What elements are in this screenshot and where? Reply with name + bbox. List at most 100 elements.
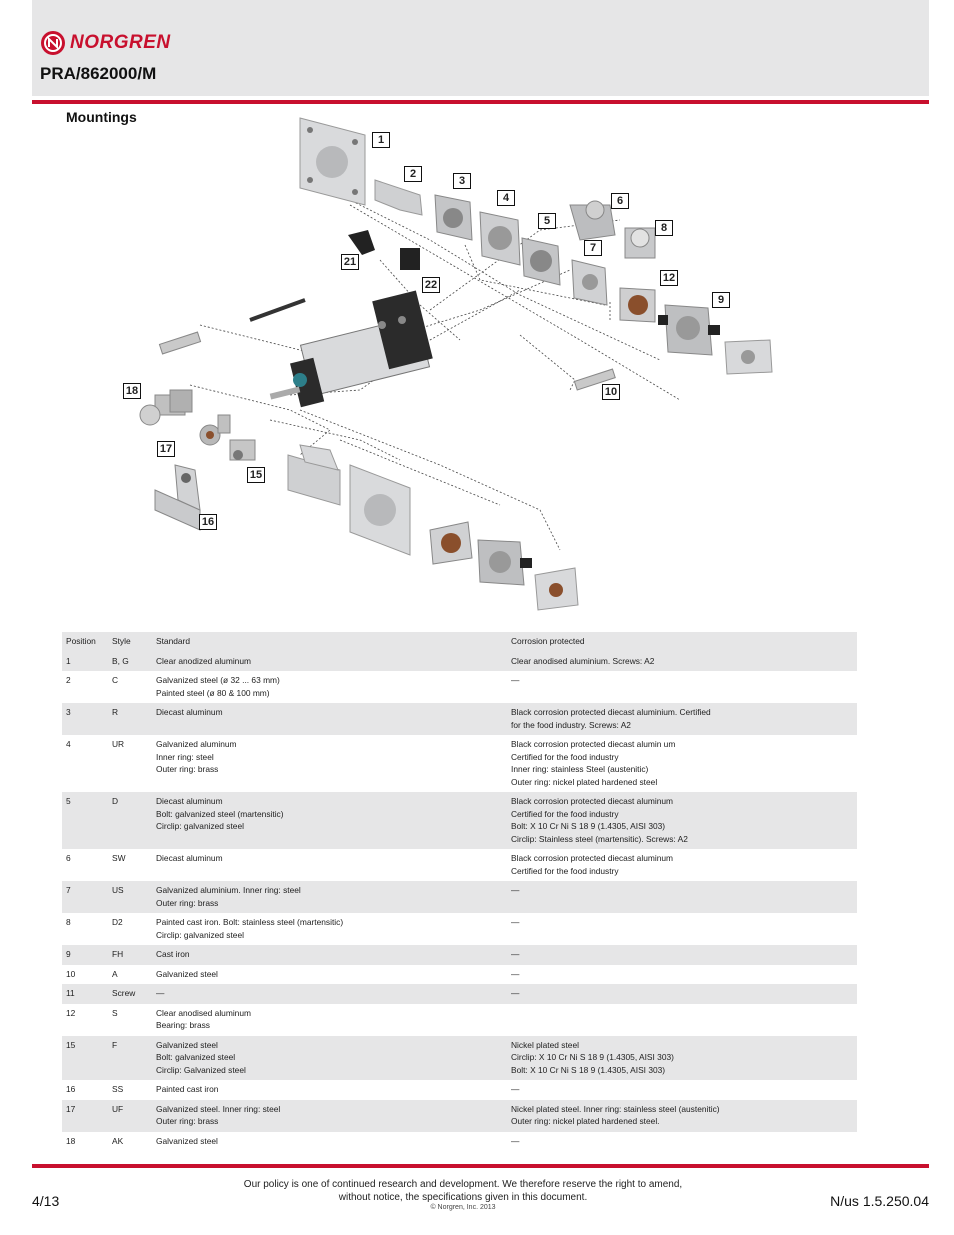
cell-position: 8 <box>66 917 71 927</box>
corrosion-line: — <box>511 988 520 998</box>
table-row: 10 A Galvanized steel — <box>62 965 857 985</box>
corrosion-line: for the food industry. Screws: A2 <box>511 719 631 730</box>
section-title: Mountings <box>66 109 137 125</box>
standard-line: Circlip: Galvanized steel <box>156 1064 246 1075</box>
table-row: 8 D2 Painted cast iron. Bolt: stainless st… <box>62 913 857 945</box>
corrosion-line: Certified for the food industry <box>511 808 619 819</box>
cell-position: 4 <box>66 739 71 749</box>
callout-6: 6 <box>611 193 629 209</box>
cell-corrosion: Clear anodised aluminium. Screws: A2 <box>507 652 857 672</box>
corrosion-line: Black corrosion protected diecast alumin… <box>511 739 676 749</box>
cell-corrosion: — <box>507 945 857 965</box>
standard-line: Clear anodized aluminum <box>156 655 251 666</box>
copyright: © Norgren, Inc. 2013 <box>430 1204 496 1211</box>
cell-corrosion: — <box>507 671 857 703</box>
cell-position: 6 <box>66 853 71 863</box>
cell-corrosion <box>507 1004 857 1036</box>
cell-style: D2 <box>112 917 123 927</box>
standard-line: Painted steel (ø 80 & 100 mm) <box>156 687 270 698</box>
cell-style: UR <box>112 739 125 749</box>
standard-line: Inner ring: steel <box>156 751 214 762</box>
corrosion-line: Nickel plated steel. Inner ring: stainle… <box>511 1103 720 1114</box>
table-row: 11 Screw — — <box>62 984 857 1004</box>
callout-15: 15 <box>247 467 265 483</box>
corrosion-line: Circlip: X 10 Cr Ni S 18 9 (1.4305, AISI… <box>511 1052 674 1062</box>
policy-statement: Our policy is one of continued research … <box>200 1178 726 1204</box>
cell-style: Screw <box>112 988 136 998</box>
standard-line: Bolt: galvanized steel (martensitic) <box>156 808 284 819</box>
mountings-illustration <box>139 117 773 611</box>
callout-21: 21 <box>341 254 359 270</box>
cell-style: SW <box>112 853 126 863</box>
standard-line: Diecast aluminum <box>156 853 223 863</box>
cell-position: 3 <box>66 707 71 717</box>
standard-line: Outer ring: brass <box>156 1116 219 1126</box>
standard-line: Bearing: brass <box>156 1020 210 1030</box>
standard-line: Galvanized aluminum <box>156 739 237 749</box>
cell-standard: Painted cast iron <box>152 1080 507 1100</box>
cell-corrosion: Black corrosion protected diecast alumin… <box>507 735 857 792</box>
standard-line: Galvanized steel <box>156 968 218 979</box>
callout-8: 8 <box>655 220 673 236</box>
standard-line: Outer ring: brass <box>156 897 219 908</box>
cell-corrosion: — <box>507 1132 857 1152</box>
norgren-emblem-icon <box>41 31 65 55</box>
corrosion-line: — <box>511 885 520 895</box>
mountings-table: Position Style Standard Corrosion protec… <box>62 632 857 1151</box>
mountings-exploded-diagram: 1 2 3 4 5 6 7 8 9 10 12 15 16 17 18 21 2… <box>100 110 860 620</box>
cell-position: 1 <box>66 655 71 666</box>
corrosion-line: Outer ring: nickel plated hardened steel… <box>511 1116 660 1126</box>
corrosion-line: Bolt: X 10 Cr Ni S 18 9 (1.4305, AISI 30… <box>511 1064 666 1075</box>
callout-3: 3 <box>453 173 471 189</box>
cell-standard: Diecast aluminum <box>152 849 507 881</box>
document-number: N/us 1.5.250.04 <box>830 1193 929 1209</box>
cell-standard: Galvanized steel (ø 32 ... 63 mm)Painted… <box>152 671 507 703</box>
cell-style: SS <box>112 1084 124 1094</box>
part-cylinder <box>269 290 433 408</box>
cell-standard: Galvanized steel <box>152 1132 507 1152</box>
standard-line: Clear anodised aluminum <box>156 1007 251 1018</box>
cell-standard: Diecast aluminum <box>152 703 507 735</box>
column-header-standard: Standard <box>152 632 507 652</box>
document-code: PRA/862000/M <box>40 64 157 83</box>
standard-line: Circlip: galvanized steel <box>156 929 244 940</box>
standard-line: Outer ring: brass <box>156 764 219 774</box>
callout-9: 9 <box>712 292 730 308</box>
cell-standard: Painted cast iron. Bolt: stainless steel… <box>152 913 507 945</box>
standard-line: Galvanized steel <box>156 1039 218 1050</box>
cell-position: 5 <box>66 796 71 806</box>
corrosion-line: — <box>511 675 520 685</box>
standard-line: Galvanized steel. Inner ring: steel <box>156 1103 281 1114</box>
corrosion-line: — <box>511 949 520 959</box>
corrosion-line: Inner ring: stainless Steel (austenitic) <box>511 764 649 774</box>
cell-style: C <box>112 675 119 685</box>
corrosion-line: Outer ring: nickel plated hardened steel <box>511 776 658 787</box>
cell-corrosion: Nickel plated steel. Inner ring: stainle… <box>507 1100 857 1132</box>
column-header-corrosion: Corrosion protected <box>507 632 857 652</box>
page-header <box>32 0 929 96</box>
policy-line-2: without notice, the specifications given… <box>338 1192 588 1203</box>
cell-position: 17 <box>66 1103 76 1114</box>
cell-position: 11 <box>66 988 75 998</box>
cell-corrosion: — <box>507 965 857 985</box>
cell-corrosion: Black corrosion protected diecast alumin… <box>507 703 857 735</box>
cell-position: 10 <box>66 968 76 979</box>
cell-standard: — <box>152 984 507 1004</box>
cell-position: 16 <box>66 1084 76 1094</box>
cell-corrosion: — <box>507 881 857 913</box>
callout-17: 17 <box>157 441 175 457</box>
cell-corrosion: — <box>507 1080 857 1100</box>
standard-line: Painted cast iron. Bolt: stainless steel… <box>156 917 344 927</box>
cell-style: A <box>112 968 118 979</box>
callout-2: 2 <box>404 166 422 182</box>
standard-line: Cast iron <box>156 949 190 959</box>
